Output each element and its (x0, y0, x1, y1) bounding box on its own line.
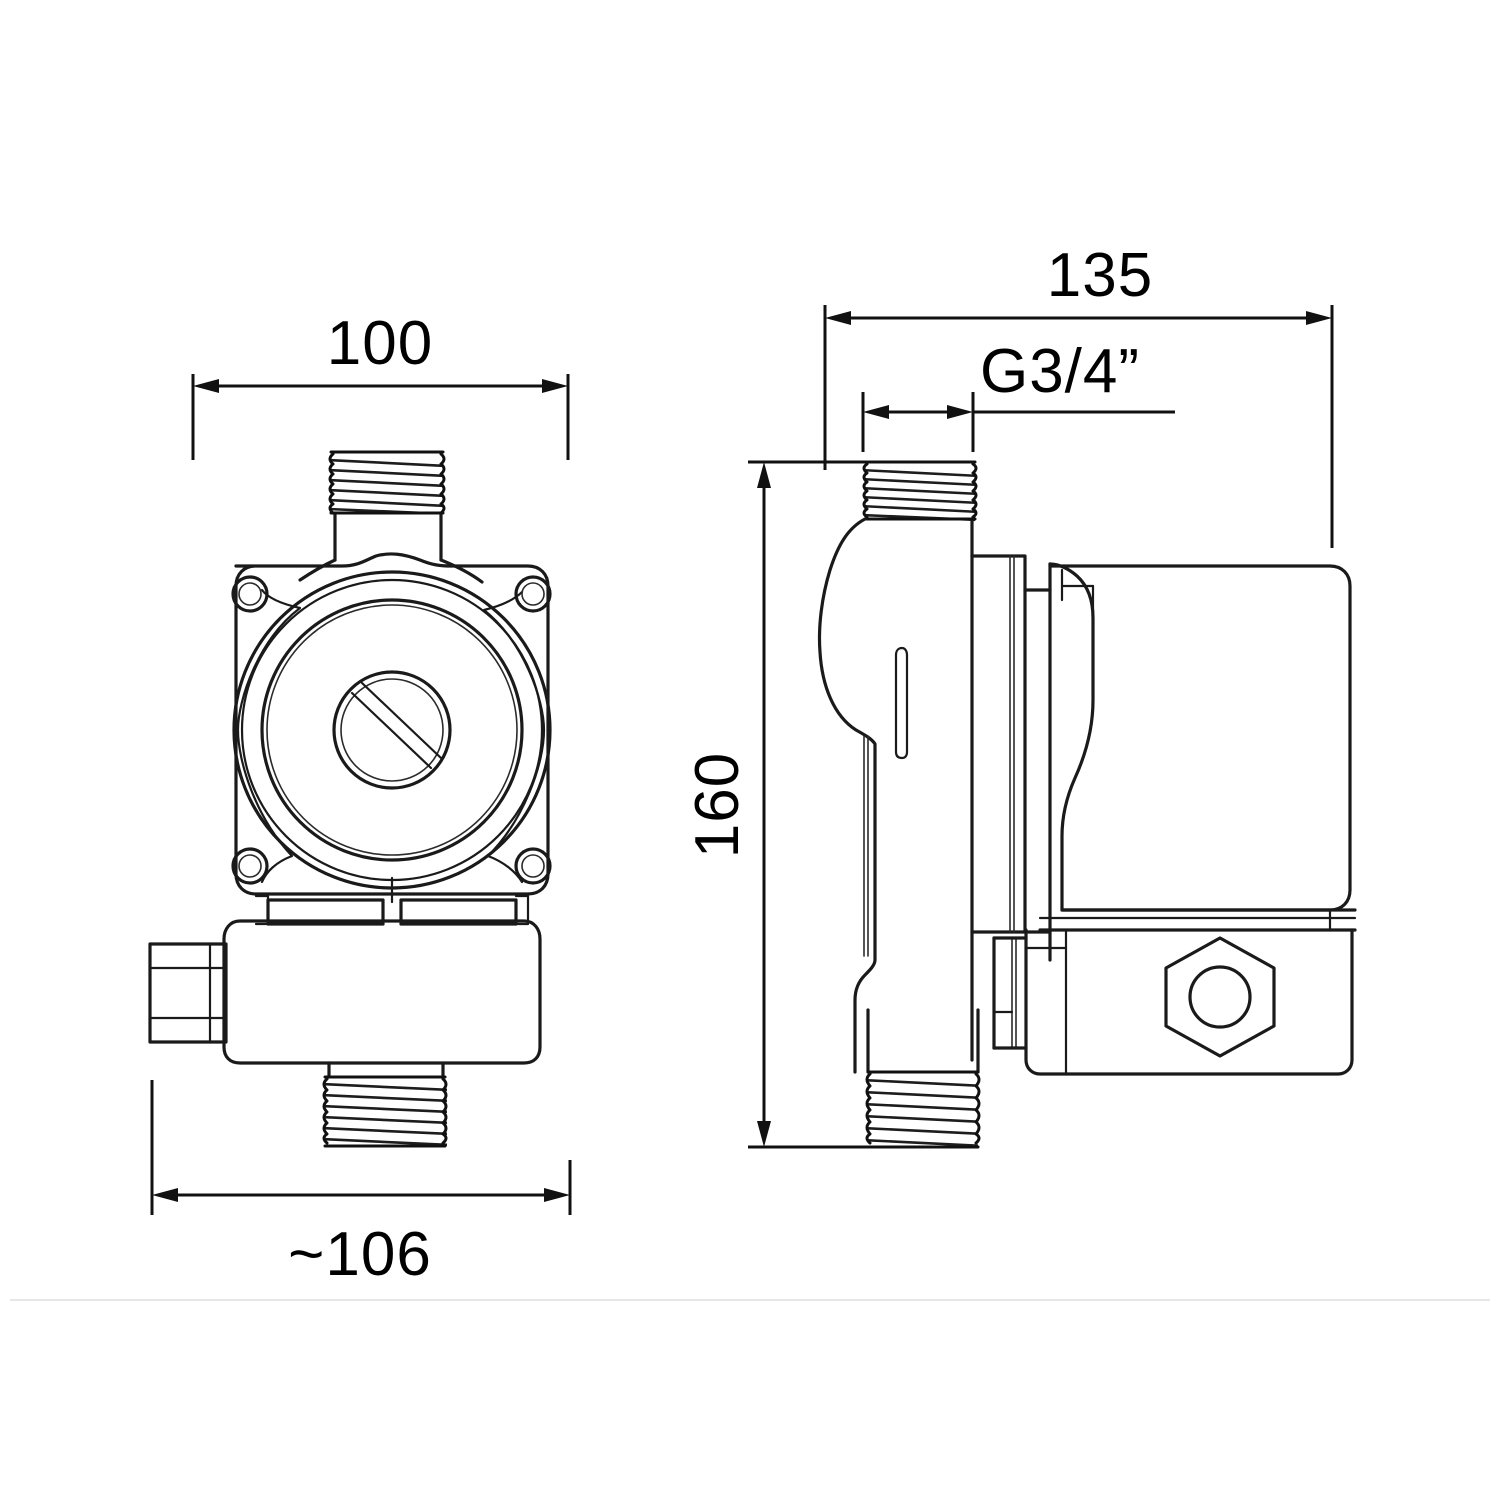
thread-hatch-front-bottom (325, 1082, 447, 1147)
front-outlet-threaded-port (322, 1061, 448, 1148)
dimension-width-100: 100 (191, 309, 570, 460)
hex-nut (1164, 936, 1276, 1058)
side-outlet-threaded-port (865, 1008, 981, 1149)
flange-base-plates (254, 894, 530, 926)
pump-volute-body (817, 517, 877, 1074)
dimension-label-g34: G3/4” (980, 337, 1140, 406)
thread-hatch-side-bottom (868, 1078, 978, 1148)
side-coupling-flange (970, 554, 1052, 962)
dimension-label-160: 160 (683, 752, 752, 858)
cable-gland (148, 942, 228, 1044)
flange-inner-relief (236, 588, 302, 884)
dimension-label-106: ~106 (288, 1220, 432, 1289)
flange-bolt-holes (231, 575, 552, 885)
side-terminal-box (1024, 928, 1354, 1076)
thread-hatch-side-top (865, 468, 975, 522)
vent-screw (332, 670, 452, 790)
front-view (148, 450, 552, 1148)
dimension-thread-g34: G3/4” (861, 337, 1175, 452)
dimension-height-160: 160 (683, 460, 880, 1149)
dimension-label-135: 135 (1047, 241, 1153, 310)
dimension-depth-106: ~106 (150, 1080, 572, 1289)
side-inlet-threaded-port (862, 460, 978, 558)
motor-housing (1048, 562, 1352, 912)
dimension-label-100: 100 (327, 309, 433, 378)
front-inlet-threaded-port (328, 450, 446, 562)
side-view (817, 460, 1357, 1149)
volute-slot (894, 646, 909, 760)
dimension-length-135: 135 (823, 241, 1334, 548)
terminal-box (222, 919, 542, 1065)
